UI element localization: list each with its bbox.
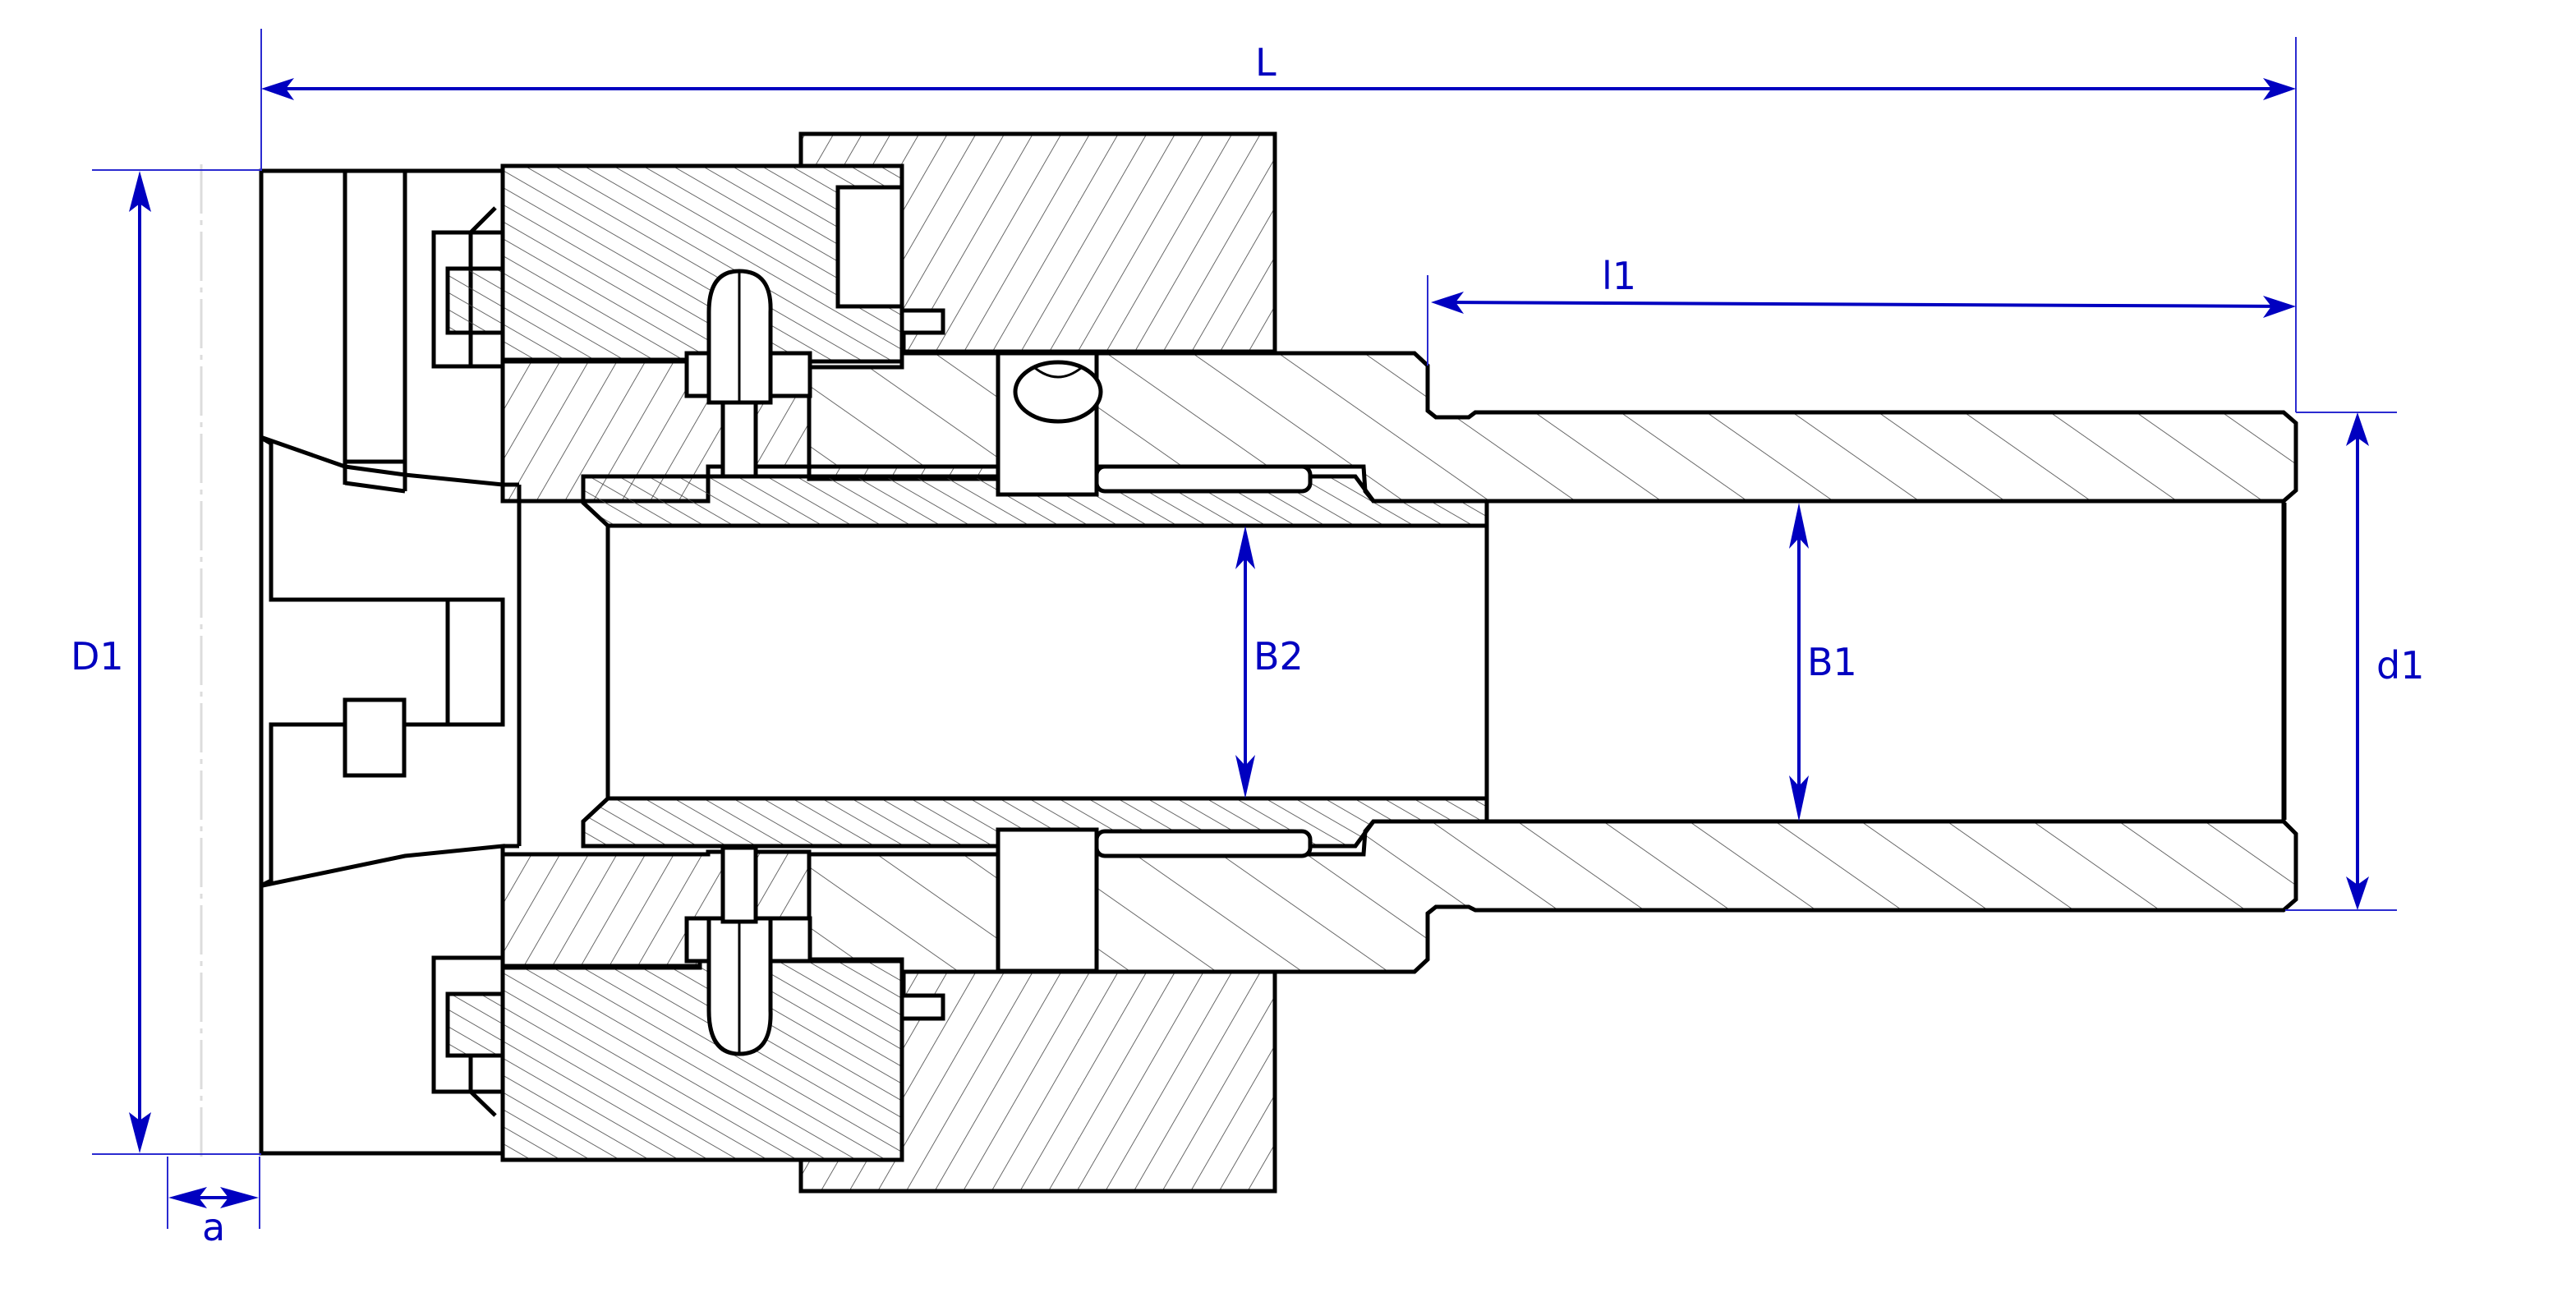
dimension-label-d1: d1 (2376, 643, 2424, 688)
dimension-l1: l1 (1427, 254, 2296, 366)
dimension-label-B1: B1 (1807, 640, 1857, 684)
shank (581, 351, 2298, 974)
dimension-B2: B2 (1235, 526, 1304, 798)
dimension-B1: B1 (1789, 503, 1857, 821)
dimension-a: a (167, 1157, 260, 1249)
jaw-insert-top (431, 206, 505, 369)
outer-collar (798, 131, 1277, 1194)
plunger-pin-top (684, 269, 812, 479)
ring-pocket-top (835, 185, 904, 309)
jaw-key (343, 697, 407, 778)
dimension-label-L: L (1255, 40, 1276, 85)
dimension-label-B2: B2 (1254, 634, 1304, 678)
shank-bore (1484, 499, 2286, 824)
dimension-L: L (260, 29, 2297, 412)
dimension-label-D1: D1 (71, 634, 124, 678)
dimension-label-a: a (202, 1205, 225, 1249)
jaw-insert-bottom (431, 955, 505, 1117)
dimension-d1: d1 (2285, 412, 2424, 911)
locking-ball (1013, 360, 1103, 424)
plunger-pin-bottom (684, 845, 812, 1056)
dimension-label-l1: l1 (1602, 254, 1636, 298)
sleeve-bore (605, 523, 1489, 801)
dimension-D1: D1 (71, 169, 261, 1155)
drive-slot-bottom (996, 827, 1099, 973)
